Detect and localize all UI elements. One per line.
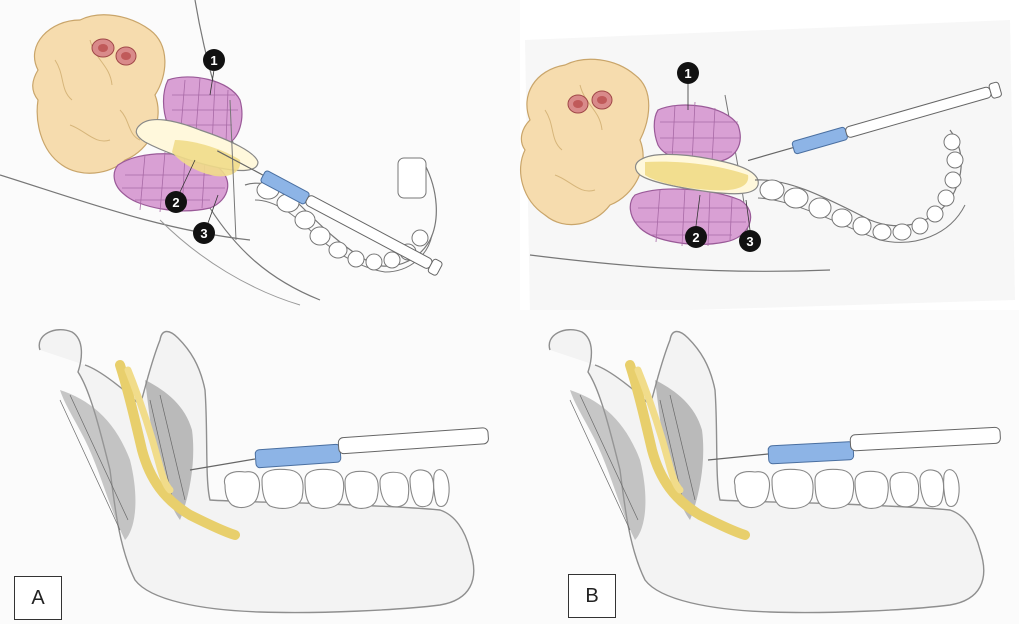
svg-text:2: 2 <box>172 195 179 210</box>
marker-1: 1 <box>203 49 225 71</box>
panel-label-b: B <box>568 574 616 618</box>
svg-text:3: 3 <box>200 226 207 241</box>
axial-view-a: 1 2 3 <box>0 0 520 310</box>
marker-2: 2 <box>685 226 707 248</box>
axial-view-b: 1 2 3 <box>510 0 1019 320</box>
svg-text:2: 2 <box>692 230 699 245</box>
marker-3: 3 <box>739 230 761 252</box>
lateral-view-a <box>0 310 510 624</box>
svg-text:1: 1 <box>210 53 217 68</box>
marker-1: 1 <box>677 62 699 84</box>
svg-text:1: 1 <box>684 66 691 81</box>
marker-2: 2 <box>165 191 187 213</box>
panel-label-a: A <box>14 576 62 620</box>
marker-3: 3 <box>193 222 215 244</box>
svg-text:3: 3 <box>746 234 753 249</box>
